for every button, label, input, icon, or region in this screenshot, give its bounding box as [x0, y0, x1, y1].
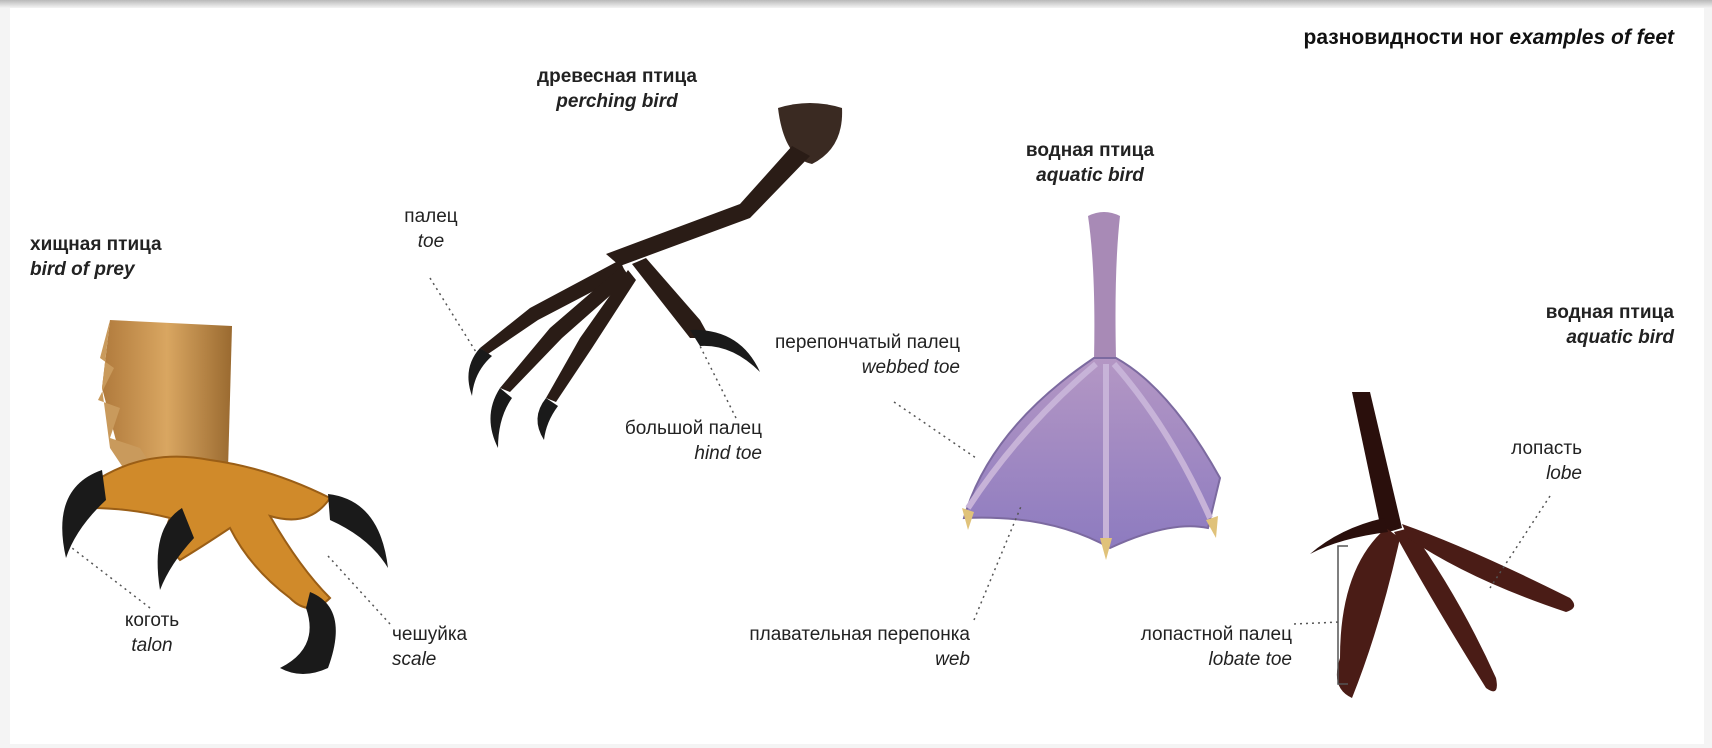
leader-talon: [72, 548, 150, 608]
label-perching-bird: древесная птица perching bird: [522, 64, 712, 114]
bird-of-prey-en: bird of prey: [30, 257, 162, 282]
hind-toe-en: hind toe: [586, 441, 762, 466]
talon-en: talon: [92, 633, 212, 658]
talon-ru: коготь: [92, 608, 212, 633]
webbed-leg: [1088, 212, 1120, 360]
lobate-toe-en: lobate toe: [1086, 647, 1292, 672]
top-shadow: [0, 0, 1712, 8]
leader-toe: [430, 278, 476, 352]
aquatic-bird-lobate-ru: водная птица: [1546, 300, 1674, 325]
label-toe: палец toe: [386, 204, 476, 254]
perching-bird-foot-illustration: [468, 103, 842, 448]
webbed-toe-en: webbed toe: [750, 355, 960, 380]
aquatic-bird-webbed-en: aquatic bird: [1010, 163, 1170, 188]
web-ru: плавательная перепонка: [680, 622, 970, 647]
toe-en: toe: [386, 229, 476, 254]
leader-hind-toe: [700, 346, 736, 418]
label-bird-of-prey: хищная птица bird of prey: [30, 232, 162, 282]
lobate-toe-ru: лопастной палец: [1086, 622, 1292, 647]
label-webbed-toe: перепончатый палец webbed toe: [750, 330, 960, 380]
toe-ru: палец: [386, 204, 476, 229]
webbed-web: [964, 358, 1220, 548]
label-hind-toe: большой палец hind toe: [586, 416, 762, 466]
prey-talon-front: [280, 592, 336, 674]
label-lobe: лопасть lobe: [1470, 436, 1582, 486]
prey-talon-right: [328, 494, 388, 568]
hind-toe-ru: большой палец: [586, 416, 762, 441]
label-aquatic-bird-webbed: водная птица aquatic bird: [1010, 138, 1170, 188]
lobe-ru: лопасть: [1470, 436, 1582, 461]
webbed-toe-ru: перепончатый палец: [750, 330, 960, 355]
title-en: examples of feet: [1509, 26, 1674, 49]
lobe-en: lobe: [1470, 461, 1582, 486]
leader-web: [974, 504, 1022, 620]
perching-claw-1: [468, 348, 492, 396]
lobate-toe-left: [1337, 528, 1400, 698]
perching-bird-ru: древесная птица: [522, 64, 712, 89]
diagram-title: разновидности ног examples of feet: [1304, 24, 1675, 52]
bird-of-prey-ru: хищная птица: [30, 232, 162, 257]
label-scale: чешуйка scale: [392, 622, 467, 672]
lobate-leg: [1352, 392, 1402, 534]
perching-hind-toe: [632, 258, 710, 338]
aquatic-bird-lobate-en: aquatic bird: [1546, 325, 1674, 350]
leader-lobate-toe: [1294, 622, 1340, 624]
scale-en: scale: [392, 647, 467, 672]
leader-webbed-toe: [894, 402, 976, 458]
scale-ru: чешуйка: [392, 622, 467, 647]
webbed-foot-illustration: [962, 212, 1220, 560]
perching-claw-3: [537, 398, 558, 440]
label-talon: коготь talon: [92, 608, 212, 658]
prey-foot-body: [90, 457, 330, 608]
label-aquatic-bird-lobate: водная птица aquatic bird: [1546, 300, 1674, 350]
title-ru: разновидности ног: [1304, 26, 1504, 49]
label-lobate-toe: лопастной палец lobate toe: [1086, 622, 1292, 672]
perching-claw-2: [490, 388, 512, 448]
aquatic-bird-webbed-ru: водная птица: [1010, 138, 1170, 163]
perching-bird-en: perching bird: [522, 89, 712, 114]
label-web: плавательная перепонка web: [680, 622, 970, 672]
diagram-page: разновидности ног examples of feet хищна…: [10, 8, 1704, 744]
perching-leg: [606, 146, 810, 266]
web-en: web: [680, 647, 970, 672]
prey-talon-left: [62, 470, 106, 558]
leader-scale: [328, 556, 390, 624]
